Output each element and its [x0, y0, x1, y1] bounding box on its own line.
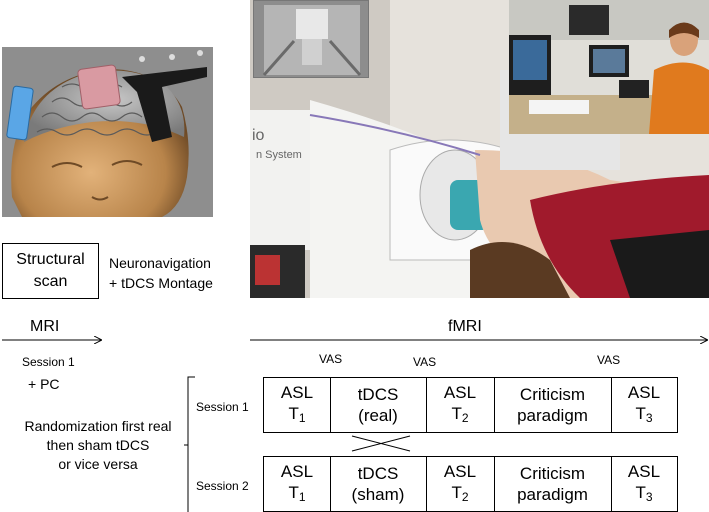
operator-room-inset [509, 0, 709, 134]
structural-scan-box: Structural scan [2, 243, 99, 299]
cell-line1: Criticism [519, 385, 586, 404]
cell-line1: ASL [443, 382, 477, 402]
session2-timeline: ASL T1 tDCS (sham) ASL T2 Criticism para… [263, 456, 678, 512]
cell-line2: T2 [451, 482, 469, 504]
cell-line1: ASL [627, 461, 661, 481]
cell-line2: (real) [358, 406, 398, 425]
randomization-line1: Randomization first real [24, 418, 172, 434]
session2-asl-t1: ASL T1 [264, 457, 331, 511]
cell-line1: tDCS [357, 464, 399, 483]
session2-tdcs-sham: tDCS (sham) [330, 457, 427, 511]
vas-label-1: VAS [319, 352, 343, 366]
cell-line2: paradigm [517, 406, 588, 425]
session1-asl-t2: ASL T2 [426, 378, 495, 432]
vas-label-3: VAS [597, 353, 621, 367]
mri-label: MRI [30, 318, 60, 335]
session2-asl-t3: ASL T3 [611, 457, 677, 511]
neuronavigation-label: Neuronavigation + tDCS Montage [109, 253, 213, 293]
cell-line1: ASL [443, 461, 477, 481]
crossover-line-2 [351, 435, 411, 452]
neuronavigation-line1: Neuronavigation [109, 255, 211, 271]
structural-scan-line2: scan [33, 273, 68, 290]
neuronavigation-line2: + tDCS Montage [109, 275, 213, 291]
structural-scan-line1: Structural [16, 251, 85, 268]
cell-line1: Criticism [519, 464, 586, 483]
cell-line2: paradigm [517, 485, 588, 504]
scanner-brand-text: io [252, 127, 265, 144]
session2-label: Session 2 [196, 479, 249, 493]
randomization-line3: or vice versa [58, 456, 138, 472]
session1-timeline: ASL T1 tDCS (real) ASL T2 Criticism para… [263, 377, 678, 433]
cell-line1: ASL [627, 382, 661, 402]
session1-tdcs-real: tDCS (real) [330, 378, 427, 432]
pc-label: + PC [28, 376, 60, 392]
fmri-label: fMRI [448, 318, 482, 335]
session1-criticism-paradigm: Criticism paradigm [494, 378, 612, 432]
randomization-text: Randomization first real then sham tDCS … [18, 417, 178, 474]
session1-asl-t1: ASL T1 [264, 378, 331, 432]
cell-line2: T2 [451, 403, 469, 425]
session2-criticism-paradigm: Criticism paradigm [494, 457, 612, 511]
session1-asl-t3: ASL T3 [611, 378, 677, 432]
cell-line2: T3 [635, 482, 653, 504]
cell-line1: ASL [280, 461, 314, 481]
cell-line2: T1 [288, 403, 306, 425]
cell-line1: ASL [280, 382, 314, 402]
session1-top-label: Session 1 [22, 355, 75, 369]
session2-asl-t2: ASL T2 [426, 457, 495, 511]
head-render-image [2, 47, 213, 217]
randomization-line2: then sham tDCS [46, 437, 150, 453]
scanner-brand-text-2: n System [256, 149, 302, 161]
cell-line2: T3 [635, 403, 653, 425]
session1-label: Session 1 [196, 400, 249, 414]
cell-line1: tDCS [357, 385, 399, 404]
scanner-camera-inset [253, 0, 369, 78]
session-brace [184, 376, 195, 512]
cell-line2: (sham) [351, 485, 405, 504]
cell-line2: T1 [288, 482, 306, 504]
vas-label-2: VAS [413, 355, 437, 369]
